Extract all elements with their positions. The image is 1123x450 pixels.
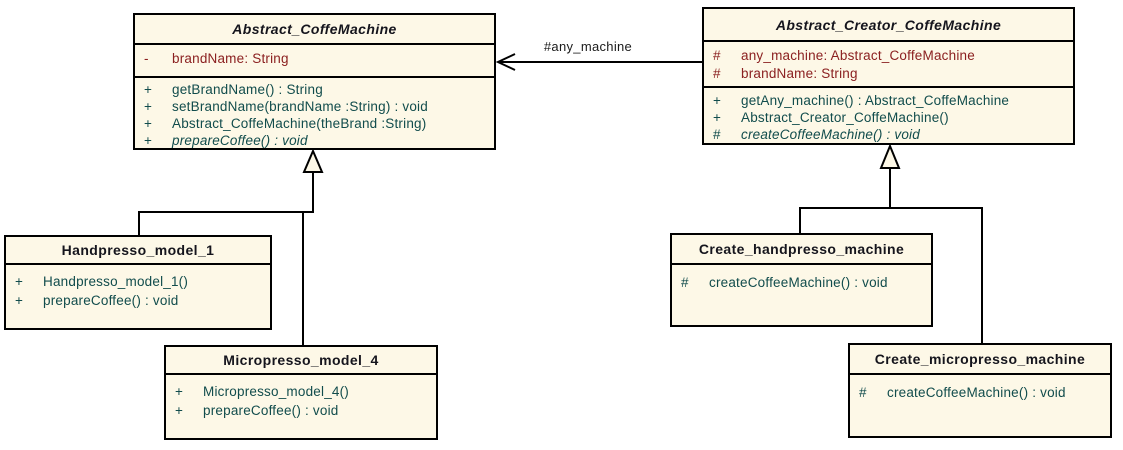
methods-compartment: + Micropresso_model_4() + prepareCoffee(… <box>166 375 436 420</box>
method-row: + Abstract_CoffeMachine(theBrand :String… <box>135 115 494 132</box>
method-row-abstract: # createCoffeeMachine() : void <box>704 126 1073 143</box>
generalization-right <box>799 143 983 344</box>
generalization-left <box>138 148 324 346</box>
visibility-symbol: + <box>175 384 184 399</box>
visibility-symbol: + <box>15 293 24 308</box>
method-row-abstract: + prepareCoffee() : void <box>135 132 494 149</box>
attribute-text: brandName: String <box>172 51 289 66</box>
attribute-text: brandName: String <box>741 66 858 81</box>
attribute-row: # brandName: String <box>704 65 1073 83</box>
class-create-micropresso-machine: Create_micropresso_machine # createCoffe… <box>848 343 1112 438</box>
methods-compartment: + Handpresso_model_1() + prepareCoffee()… <box>6 265 270 310</box>
class-title: Micropresso_model_4 <box>166 347 436 375</box>
method-text: createCoffeeMachine() : void <box>887 385 1066 400</box>
association-any-machine <box>495 53 702 71</box>
method-row: # createCoffeeMachine() : void <box>672 273 931 292</box>
visibility-symbol: + <box>175 403 184 418</box>
class-micropresso-model-4: Micropresso_model_4 + Micropresso_model_… <box>164 345 438 440</box>
class-create-handpresso-machine: Create_handpresso_machine # createCoffee… <box>670 233 933 327</box>
visibility-symbol: + <box>144 82 153 97</box>
attribute-text: any_machine: Abstract_CoffeMachine <box>741 48 975 63</box>
class-title: Create_handpresso_machine <box>672 235 931 265</box>
method-text: createCoffeeMachine() : void <box>741 127 920 142</box>
visibility-symbol: + <box>144 133 153 148</box>
method-row: + prepareCoffee() : void <box>166 401 436 420</box>
method-text: prepareCoffee() : void <box>203 403 339 418</box>
method-row: + prepareCoffee() : void <box>6 291 270 310</box>
visibility-symbol: # <box>859 385 867 400</box>
method-text: createCoffeeMachine() : void <box>709 275 888 290</box>
visibility-symbol: # <box>713 66 721 81</box>
methods-compartment: + getBrandName() : String + setBrandName… <box>135 78 494 149</box>
method-row: + getAny_machine() : Abstract_CoffeMachi… <box>704 92 1073 109</box>
attributes-compartment: - brandName: String <box>135 45 494 78</box>
method-text: prepareCoffee() : void <box>172 133 308 148</box>
attribute-row: - brandName: String <box>135 51 494 66</box>
class-handpresso-model-1: Handpresso_model_1 + Handpresso_model_1(… <box>4 235 272 330</box>
method-row: + Micropresso_model_4() <box>166 382 436 401</box>
methods-compartment: # createCoffeeMachine() : void <box>672 265 931 292</box>
class-title: Create_micropresso_machine <box>850 345 1110 375</box>
class-title: Abstract_CoffeMachine <box>135 15 494 45</box>
visibility-symbol: # <box>713 127 721 142</box>
method-text: Micropresso_model_4() <box>203 384 350 399</box>
visibility-symbol: # <box>713 48 721 63</box>
visibility-symbol: + <box>713 93 722 108</box>
method-row: # createCoffeeMachine() : void <box>850 383 1110 402</box>
class-title: Handpresso_model_1 <box>6 237 270 265</box>
visibility-symbol: - <box>144 51 149 66</box>
class-title: Abstract_Creator_CoffeMachine <box>704 9 1073 42</box>
method-text: Abstract_CoffeMachine(theBrand :String) <box>172 116 427 131</box>
method-text: setBrandName(brandName :String) : void <box>172 99 428 114</box>
open-arrowhead-icon <box>495 53 516 71</box>
class-abstract-coffemachine: Abstract_CoffeMachine - brandName: Strin… <box>133 13 496 150</box>
visibility-symbol: + <box>713 110 722 125</box>
class-abstract-creator-coffemachine: Abstract_Creator_CoffeMachine # any_mach… <box>702 7 1075 145</box>
method-text: getAny_machine() : Abstract_CoffeMachine <box>741 93 1010 108</box>
methods-compartment: # createCoffeeMachine() : void <box>850 375 1110 402</box>
visibility-symbol: + <box>15 274 24 289</box>
attribute-row: # any_machine: Abstract_CoffeMachine <box>704 47 1073 65</box>
method-row: + Abstract_Creator_CoffeMachine() <box>704 109 1073 126</box>
visibility-symbol: + <box>144 116 153 131</box>
method-row: + getBrandName() : String <box>135 81 494 98</box>
association-label: #any_machine <box>543 39 633 54</box>
attributes-compartment: # any_machine: Abstract_CoffeMachine # b… <box>704 42 1073 88</box>
method-text: Abstract_Creator_CoffeMachine() <box>741 110 949 125</box>
methods-compartment: + getAny_machine() : Abstract_CoffeMachi… <box>704 88 1073 143</box>
method-row: + Handpresso_model_1() <box>6 272 270 291</box>
visibility-symbol: # <box>681 275 689 290</box>
visibility-symbol: + <box>144 99 153 114</box>
method-text: Handpresso_model_1() <box>43 274 189 289</box>
triangle-arrowhead-icon <box>879 143 901 169</box>
method-row: + setBrandName(brandName :String) : void <box>135 98 494 115</box>
method-text: getBrandName() : String <box>172 82 323 97</box>
triangle-arrowhead-icon <box>302 148 324 173</box>
method-text: prepareCoffee() : void <box>43 293 179 308</box>
